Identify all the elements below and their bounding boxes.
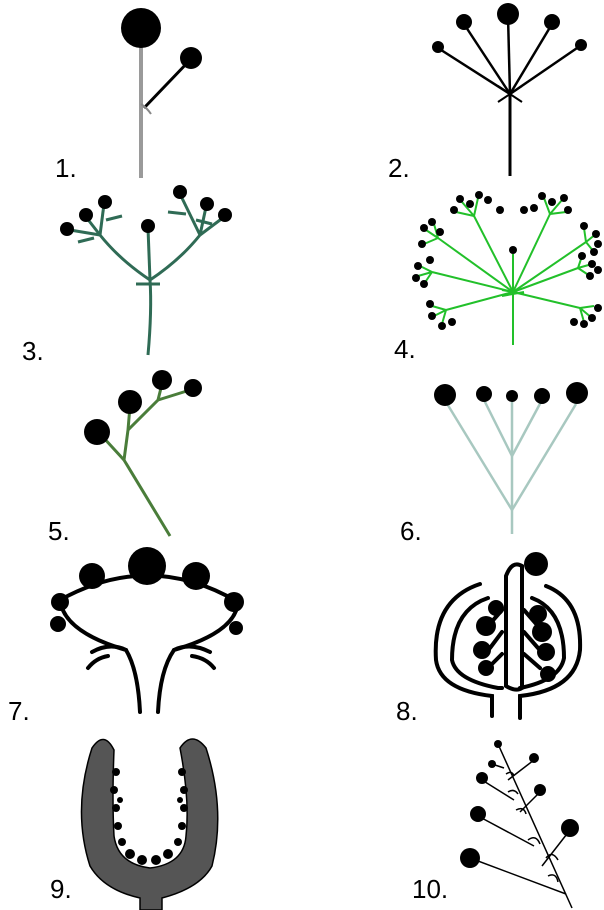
corymb-flat-illustration [302,360,604,540]
figure-2: 2. [302,0,604,180]
figure-3: 3. [0,180,302,360]
figure-label: 10. [412,876,448,902]
figure-9: 9. [0,720,302,910]
figure-label: 1. [55,155,77,181]
corymb-illustration [0,360,302,540]
figure-7: 7. [0,540,302,720]
figure-10: 10. [302,720,604,910]
scorpioid-cyme-illustration [302,720,604,910]
syconium-illustration [0,720,302,910]
figure-1: 1. [0,0,302,180]
figure-6: 6. [302,360,604,540]
figure-label: 4. [394,336,416,362]
simple-umbel-illustration [302,0,604,180]
hypanthodium-illustration [302,540,604,720]
raceme-illustration [0,0,302,180]
dichasium-illustration [0,180,302,360]
figure-4: 4. [302,180,604,360]
figure-label: 9. [50,876,72,902]
compound-umbel-illustration [302,180,604,360]
figure-5: 5. [0,360,302,540]
capitulum-illustration [0,540,302,720]
figure-label: 2. [388,155,410,181]
figure-8: 8. [302,540,604,720]
